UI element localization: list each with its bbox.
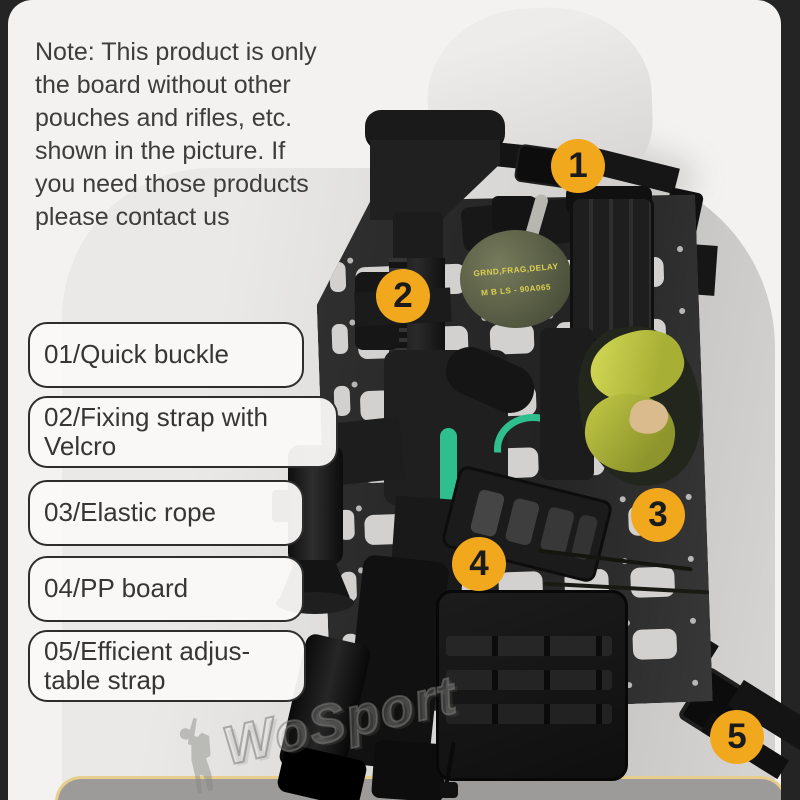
molle-webbing-row bbox=[446, 670, 612, 690]
feature-box-fixing-strap: 02/Fixing strap with Velcro bbox=[28, 396, 338, 468]
grenade-marking-line2: M B LS - 90A065 bbox=[480, 282, 552, 298]
board-rivet bbox=[620, 496, 626, 502]
rifle-buffer-tube bbox=[393, 212, 443, 267]
board-rivet bbox=[686, 494, 692, 500]
callout-badge-1: 1 bbox=[551, 139, 605, 193]
board-rivet bbox=[356, 505, 362, 511]
board-slot bbox=[632, 628, 677, 660]
board-edge-slot bbox=[331, 324, 348, 355]
watermark: WoSport bbox=[160, 652, 466, 800]
callout-badge-3: 3 bbox=[631, 488, 685, 542]
board-rivet bbox=[692, 680, 698, 686]
board-rivet bbox=[679, 308, 685, 314]
feature-box-adjustable-strap: 05/Efficient adjus- table strap bbox=[28, 630, 306, 702]
zipper-pull bbox=[440, 782, 458, 798]
board-rivet bbox=[347, 257, 353, 263]
magazine-window bbox=[539, 506, 576, 556]
board-rivet bbox=[690, 618, 696, 624]
board-rivet bbox=[677, 246, 683, 252]
molle-webbing-row bbox=[446, 636, 612, 656]
board-rivet bbox=[688, 556, 694, 562]
feature-box-pp-board: 04/PP board bbox=[28, 556, 304, 622]
feature-box-quick-buckle: 01/Quick buckle bbox=[28, 322, 304, 388]
mag-pouch bbox=[570, 196, 654, 342]
soldier-silhouette-icon bbox=[179, 717, 214, 794]
magazine-window bbox=[469, 488, 506, 538]
board-rivet bbox=[351, 381, 357, 387]
molle-webbing-row bbox=[446, 704, 612, 724]
photo-area: GRND,FRAG,DELAY M B LS - 90A065 WoSport bbox=[8, 0, 781, 800]
board-slot bbox=[630, 566, 675, 598]
grenade-marking-line1: GRND,FRAG,DELAY bbox=[473, 262, 559, 279]
feature-box-elastic-rope: 03/Elastic rope bbox=[28, 480, 304, 546]
note-text: Note: This product is only the board wit… bbox=[35, 38, 317, 231]
magazine-window bbox=[504, 497, 541, 547]
grenade-body: GRND,FRAG,DELAY M B LS - 90A065 bbox=[460, 230, 572, 328]
callout-badge-5: 5 bbox=[710, 710, 764, 764]
callout-badge-2: 2 bbox=[376, 269, 430, 323]
callout-badge-4: 4 bbox=[452, 537, 506, 591]
